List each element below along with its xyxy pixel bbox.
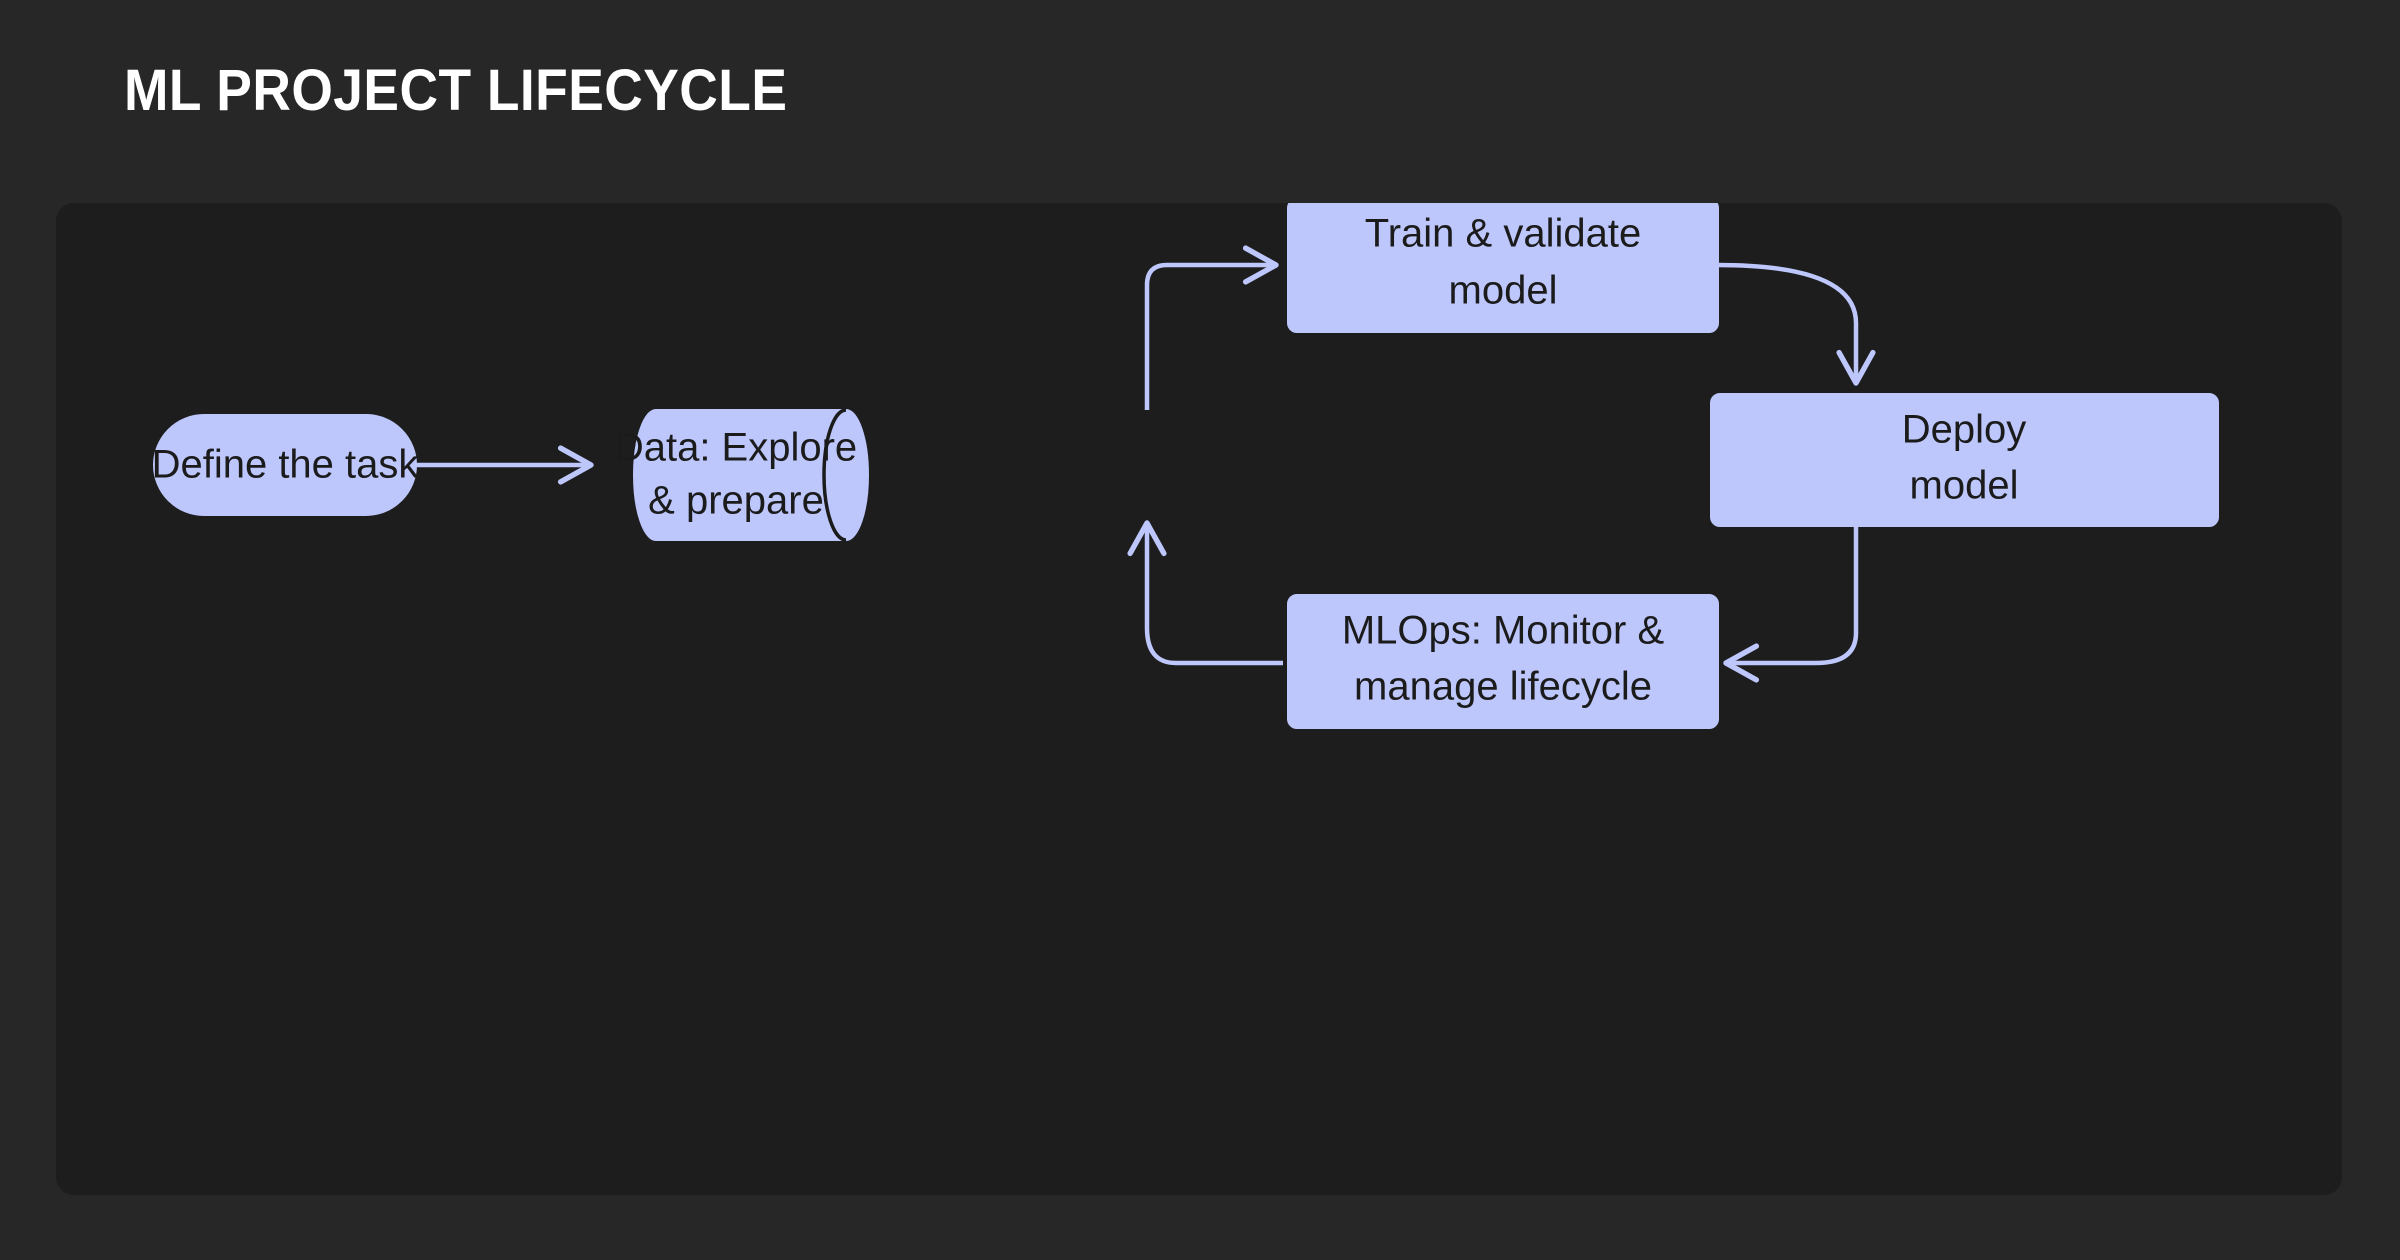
node-deploy-label-line2: model xyxy=(1910,464,2019,508)
diagram-panel: Define the task Data: Explore & prepare … xyxy=(56,203,2342,1195)
node-train-label-line2: model xyxy=(1449,269,1558,313)
node-data-explore-prepare[interactable]: Data: Explore & prepare xyxy=(615,408,869,542)
node-layer: Define the task Data: Explore & prepare … xyxy=(152,203,2219,729)
node-deploy-shape xyxy=(1710,393,2219,527)
node-define-shape xyxy=(153,414,417,516)
node-data-label-line1: Data: Explore xyxy=(615,426,857,470)
node-deploy-model[interactable]: Deploy model xyxy=(1710,393,2219,527)
node-deploy-label-line1: Deploy xyxy=(1902,408,2027,452)
page-title: ML PROJECT LIFECYCLE xyxy=(124,58,788,123)
flowchart-canvas: Define the task Data: Explore & prepare … xyxy=(152,203,2219,729)
node-mlops-shape xyxy=(1287,594,1719,729)
node-define-label-line1: Define the task xyxy=(152,443,420,487)
node-train-validate-model[interactable]: Train & validate model xyxy=(1287,203,1719,333)
node-train-shape xyxy=(1287,203,1719,333)
node-mlops-label-line1: MLOps: Monitor & xyxy=(1342,609,1665,653)
node-data-cylinder-cap xyxy=(822,408,847,542)
node-define-the-task[interactable]: Define the task xyxy=(152,414,420,516)
node-mlops-label-line2: manage lifecycle xyxy=(1354,665,1652,709)
node-data-label-line2: & prepare xyxy=(648,479,824,523)
edge-deploy-to-mlops xyxy=(1723,518,1859,683)
edge-layer xyxy=(416,245,1876,683)
edge-data-to-train xyxy=(1144,245,1279,410)
node-mlops-monitor-manage[interactable]: MLOps: Monitor & manage lifecycle xyxy=(1287,594,1719,729)
edge-train-to-deploy xyxy=(1716,262,1876,386)
edge-mlops-to-data xyxy=(1127,520,1283,666)
node-train-label-line1: Train & validate xyxy=(1365,212,1641,256)
